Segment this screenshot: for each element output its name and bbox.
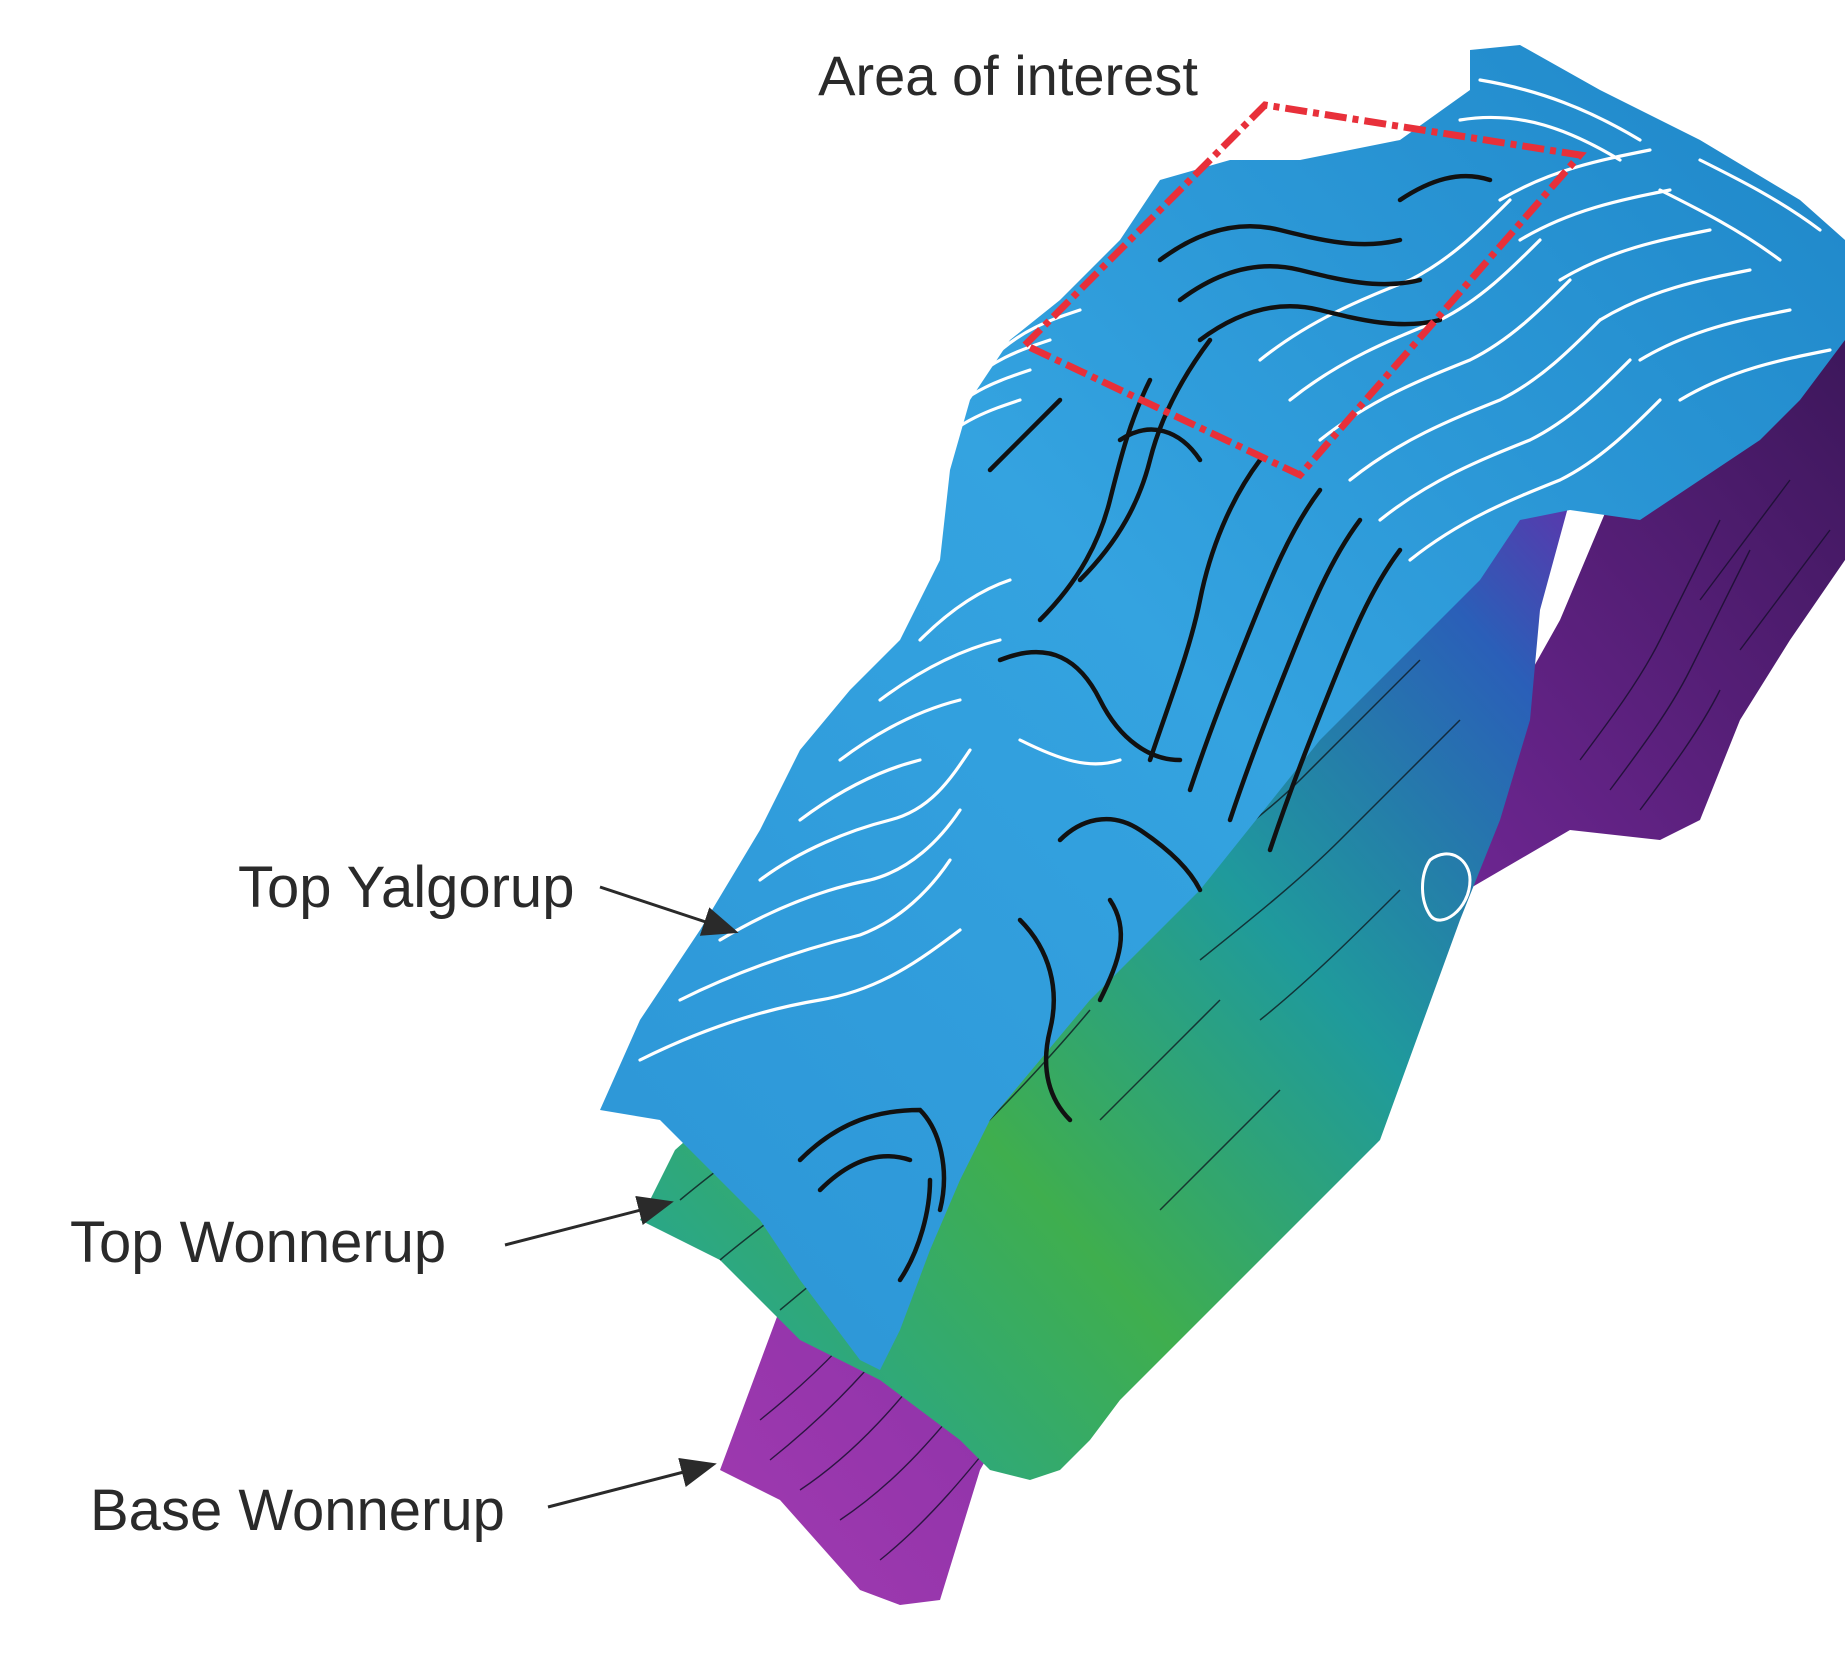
label-top-yalgorup: Top Yalgorup (238, 855, 733, 931)
base-wonnerup-label: Base Wonnerup (90, 1478, 505, 1543)
label-base-wonnerup: Base Wonnerup (90, 1465, 711, 1543)
top-wonnerup-arrow (505, 1203, 668, 1245)
top-yalgorup-label: Top Yalgorup (238, 855, 574, 920)
top-wonnerup-label: Top Wonnerup (70, 1210, 446, 1275)
base-wonnerup-arrow (548, 1465, 711, 1507)
label-top-wonnerup: Top Wonnerup (70, 1203, 668, 1275)
area-of-interest-title: Area of interest (818, 44, 1198, 107)
